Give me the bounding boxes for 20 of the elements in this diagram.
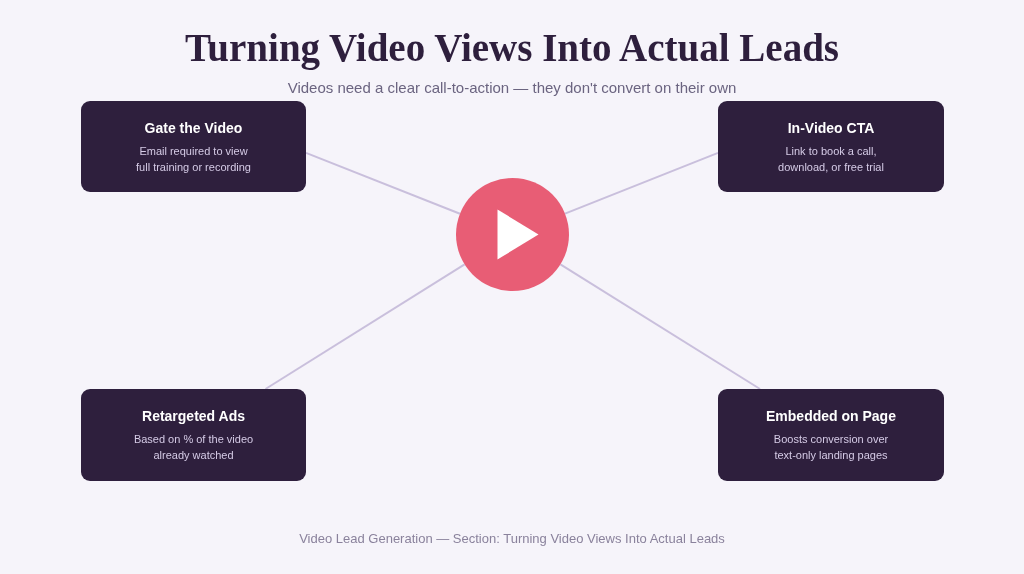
description: Boosts conversion over text-only landing pages bbox=[772, 432, 890, 463]
connector-line bbox=[564, 151, 719, 215]
info-card bbox=[81, 389, 306, 481]
info-card bbox=[718, 101, 944, 192]
info-card bbox=[81, 101, 306, 192]
connector-line bbox=[305, 151, 461, 215]
heading: Gate the Video bbox=[144, 120, 243, 137]
heading: In-Video CTA bbox=[787, 120, 875, 137]
description: Based on % of the video already watched bbox=[132, 432, 255, 463]
description: Link to book a call, download, or free trial bbox=[777, 144, 885, 175]
play-icon bbox=[456, 178, 569, 291]
description: Email required to view full training or recording bbox=[135, 144, 252, 175]
connector-line bbox=[559, 263, 762, 390]
diagram-title: Turning Video Views Into Actual Leads bbox=[184, 26, 840, 70]
connector-line bbox=[264, 263, 466, 390]
subtitle: Videos need a clear call-to-action — they don't convert on their own bbox=[287, 79, 737, 97]
info-card bbox=[718, 389, 944, 481]
heading: Retargeted Ads bbox=[142, 408, 245, 425]
heading: Embedded on Page bbox=[766, 408, 896, 425]
footer-caption: Video Lead Generation — Section: Turning Video Views Into Actual Leads bbox=[299, 531, 725, 547]
